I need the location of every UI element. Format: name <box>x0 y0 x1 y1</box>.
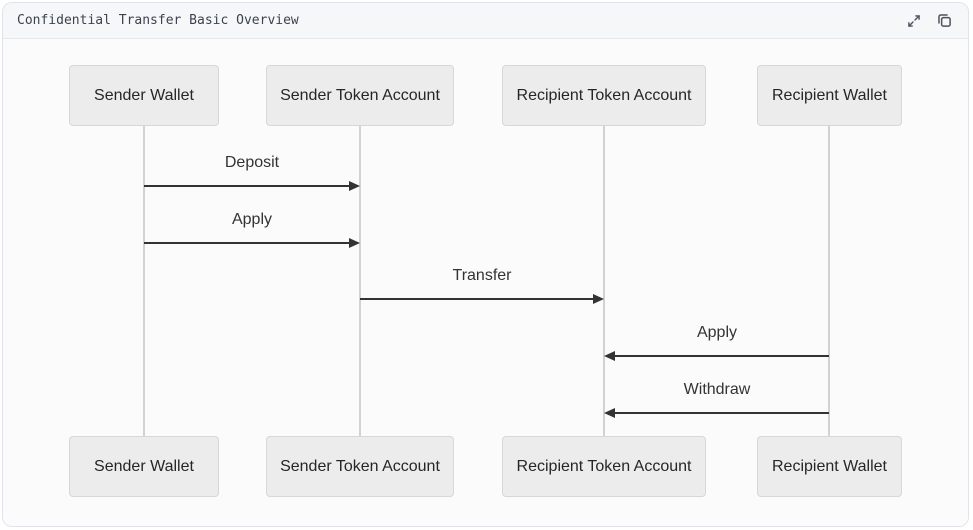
sequence-diagram: Sender Wallet Sender Token Account Recip… <box>3 39 968 526</box>
message-arrow-transfer <box>360 294 604 304</box>
message-arrow-apply-recipient <box>604 351 829 361</box>
arrowhead-icon <box>604 408 615 418</box>
arrow-line <box>144 185 353 187</box>
actor-label: Recipient Wallet <box>771 457 887 475</box>
message-arrow-withdraw <box>604 408 829 418</box>
actor-bottom-recipient-token-account: Recipient Token Account <box>502 436 706 497</box>
card-title: Confidential Transfer Basic Overview <box>17 13 299 28</box>
actor-label: Recipient Wallet <box>771 86 887 104</box>
header-actions <box>902 9 956 33</box>
arrowhead-icon <box>349 181 360 191</box>
actor-top-sender-token-account: Sender Token Account <box>266 65 454 126</box>
actor-bottom-recipient-wallet: Recipient Wallet <box>757 436 902 497</box>
actor-label: Recipient Token Account <box>516 457 692 475</box>
arrowhead-icon <box>593 294 604 304</box>
message-arrow-apply-sender <box>144 238 360 248</box>
arrow-line <box>360 298 597 300</box>
copy-button[interactable] <box>932 9 956 33</box>
actor-label: Sender Wallet <box>94 457 194 475</box>
arrowhead-icon <box>349 238 360 248</box>
message-label-apply-sender: Apply <box>231 211 273 228</box>
expand-button[interactable] <box>902 9 926 33</box>
message-arrow-deposit <box>144 181 360 191</box>
actor-bottom-sender-token-account: Sender Token Account <box>266 436 454 497</box>
actor-top-recipient-token-account: Recipient Token Account <box>502 65 706 126</box>
lifeline-recipient-token-account <box>603 126 605 436</box>
actor-top-recipient-wallet: Recipient Wallet <box>757 65 902 126</box>
actor-top-sender-wallet: Sender Wallet <box>69 65 219 126</box>
message-label-deposit: Deposit <box>224 154 280 171</box>
message-label-withdraw: Withdraw <box>683 381 751 398</box>
lifeline-recipient-wallet <box>828 126 830 436</box>
arrow-line <box>144 242 353 244</box>
actor-label: Recipient Token Account <box>516 86 692 104</box>
arrow-line <box>611 412 829 414</box>
message-label-apply-recipient: Apply <box>696 324 738 341</box>
actor-label: Sender Token Account <box>280 86 440 104</box>
message-label-transfer: Transfer <box>452 267 512 284</box>
lifeline-sender-wallet <box>143 126 145 436</box>
card-header: Confidential Transfer Basic Overview <box>3 3 968 39</box>
lifeline-sender-token-account <box>359 126 361 436</box>
expand-diagonal-icon <box>906 13 922 29</box>
actor-bottom-sender-wallet: Sender Wallet <box>69 436 219 497</box>
arrowhead-icon <box>604 351 615 361</box>
actor-label: Sender Wallet <box>94 86 194 104</box>
copy-icon <box>936 12 953 29</box>
arrow-line <box>611 355 829 357</box>
actor-label: Sender Token Account <box>280 457 440 475</box>
